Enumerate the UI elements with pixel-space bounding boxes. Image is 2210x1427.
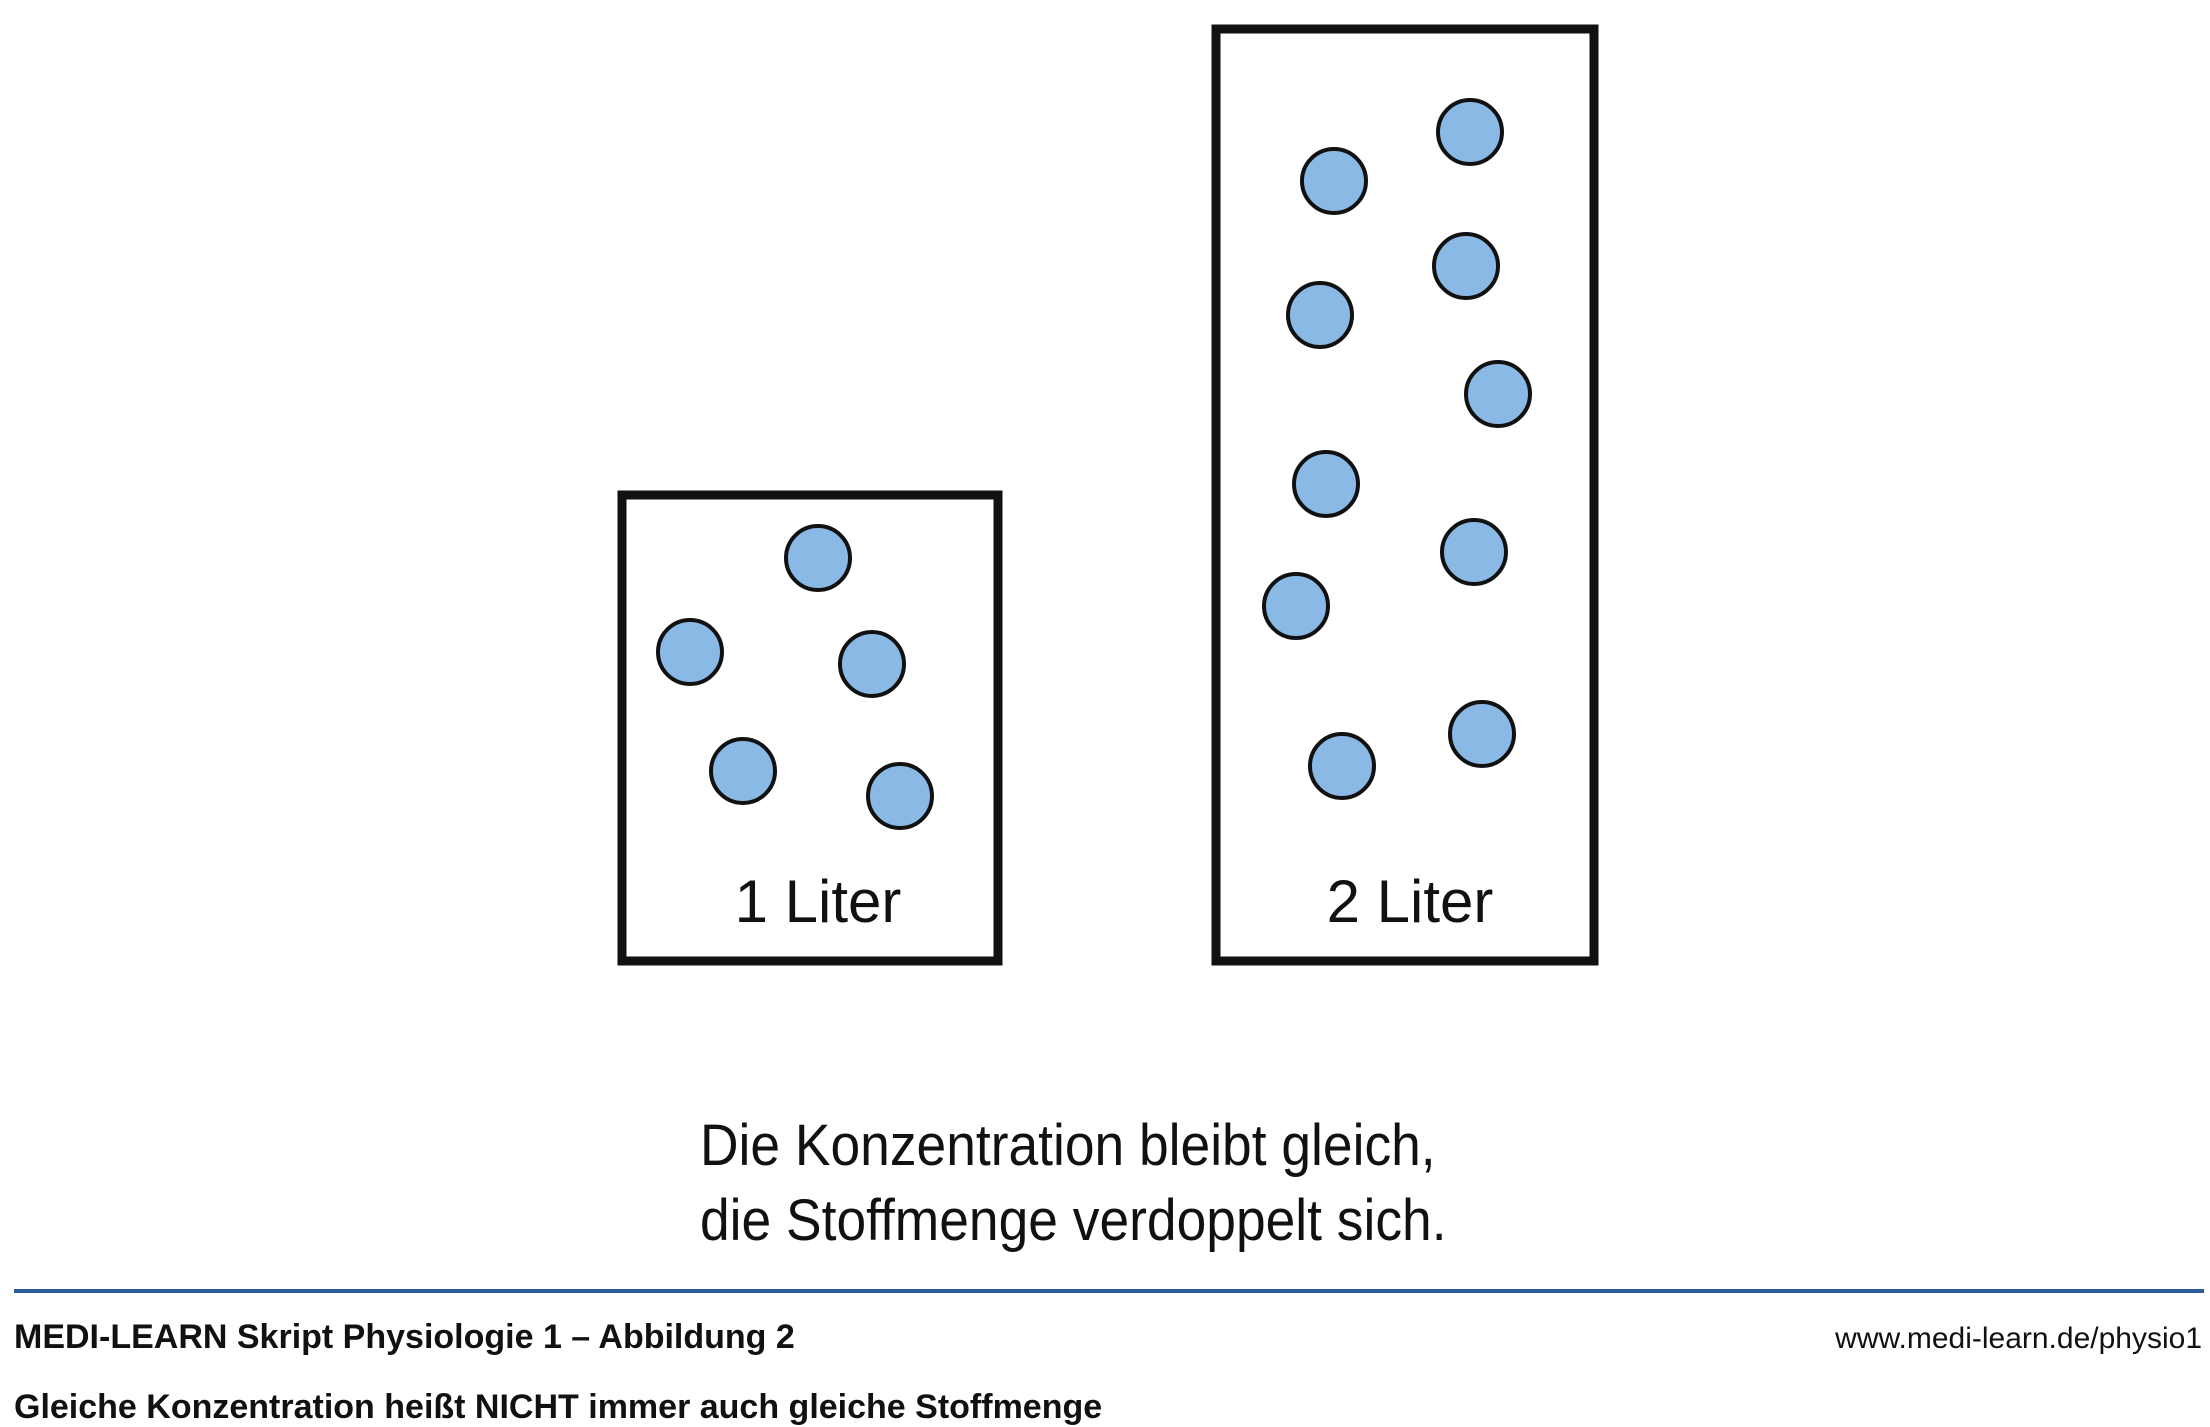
container-2-particles: [1262, 98, 1532, 800]
particle: [1292, 450, 1360, 518]
footer-divider: [14, 1289, 2204, 1293]
footer-title: MEDI-LEARN Skript Physiologie 1 – Abbild…: [14, 1318, 795, 1356]
particle: [784, 524, 852, 592]
particle: [866, 762, 934, 830]
particle: [1286, 281, 1354, 349]
particle: [1448, 700, 1516, 768]
particle: [1436, 98, 1504, 166]
particle: [1262, 572, 1330, 640]
caption-line-1: Die Konzentration bleibt gleich,: [700, 1113, 1436, 1178]
footer-subtitle: Gleiche Konzentration heißt NICHT immer …: [14, 1388, 1103, 1426]
caption-line-2: die Stoffmenge verdoppelt sich.: [700, 1188, 1447, 1253]
particle: [1440, 518, 1508, 586]
container-2-box: [1211, 24, 1599, 966]
container-2-label: 2 Liter: [1327, 868, 1494, 935]
particle: [1432, 232, 1500, 300]
container-2-liter: 2 Liter: [1211, 24, 1599, 966]
container-1-label: 1 Liter: [735, 868, 902, 935]
footer-url: www.medi-learn.de/physio1: [1835, 1322, 2202, 1355]
container-1-box: [617, 490, 1003, 966]
particle: [709, 737, 777, 805]
particle: [838, 630, 906, 698]
container-1-liter: 1 Liter: [617, 490, 1003, 966]
particle: [1300, 147, 1368, 215]
particle: [656, 618, 724, 686]
particle: [1464, 360, 1532, 428]
particle: [1308, 732, 1376, 800]
container-1-particles: [656, 524, 934, 830]
